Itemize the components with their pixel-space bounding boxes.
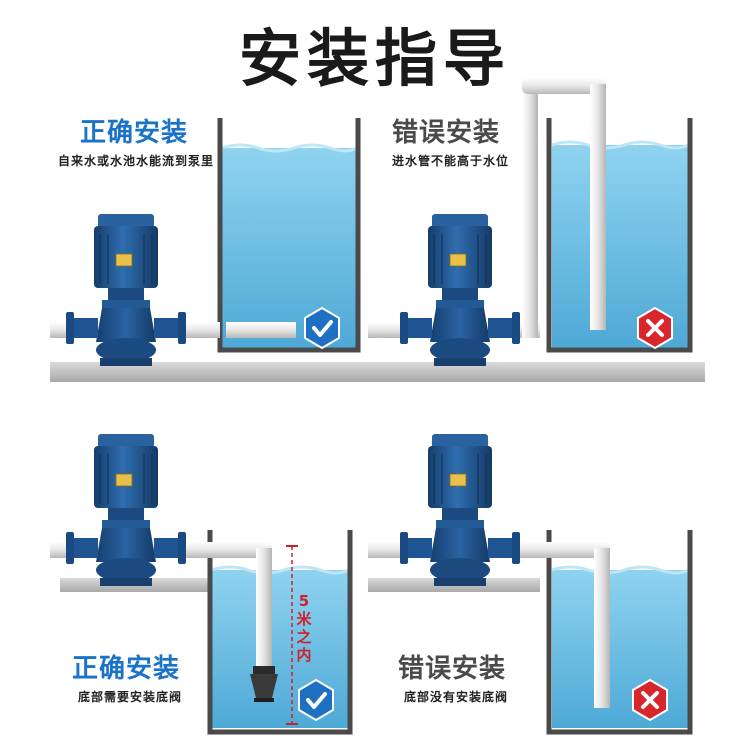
pump-bottom-right [399,433,521,587]
distance-label: 5米之内 [296,592,312,664]
panel-caption-top-left: 自来水或水池水能流到泵里 [58,154,215,168]
distance-marker [286,545,298,725]
tank-top-left [217,118,361,353]
panel-heading-bottom-right: 错误安装 [398,654,507,684]
floor-top [50,362,705,382]
cross-hexagon-icon [631,678,669,722]
page-title: 安装指导 [238,22,511,95]
pump-top-right [399,213,521,367]
checkmark-hexagon-icon [303,306,341,350]
tank-bottom-right [546,530,693,735]
panel-heading-bottom-left: 正确安装 [72,654,181,684]
checkmark-hexagon-icon [297,678,335,722]
panel-caption-bottom-right: 底部没有安装底阀 [404,690,509,704]
panel-caption-bottom-left: 底部需要安装底阀 [78,690,183,704]
panel-caption-top-right: 进水管不能高于水位 [392,154,510,168]
panel-heading-top-right: 错误安装 [392,118,501,148]
inlet-pipe-top-left [50,322,296,338]
cross-hexagon-icon [636,306,674,350]
panel-heading-top-left: 正确安装 [80,118,189,148]
pump-bottom-left [65,433,187,587]
pump-top-left [65,213,187,367]
